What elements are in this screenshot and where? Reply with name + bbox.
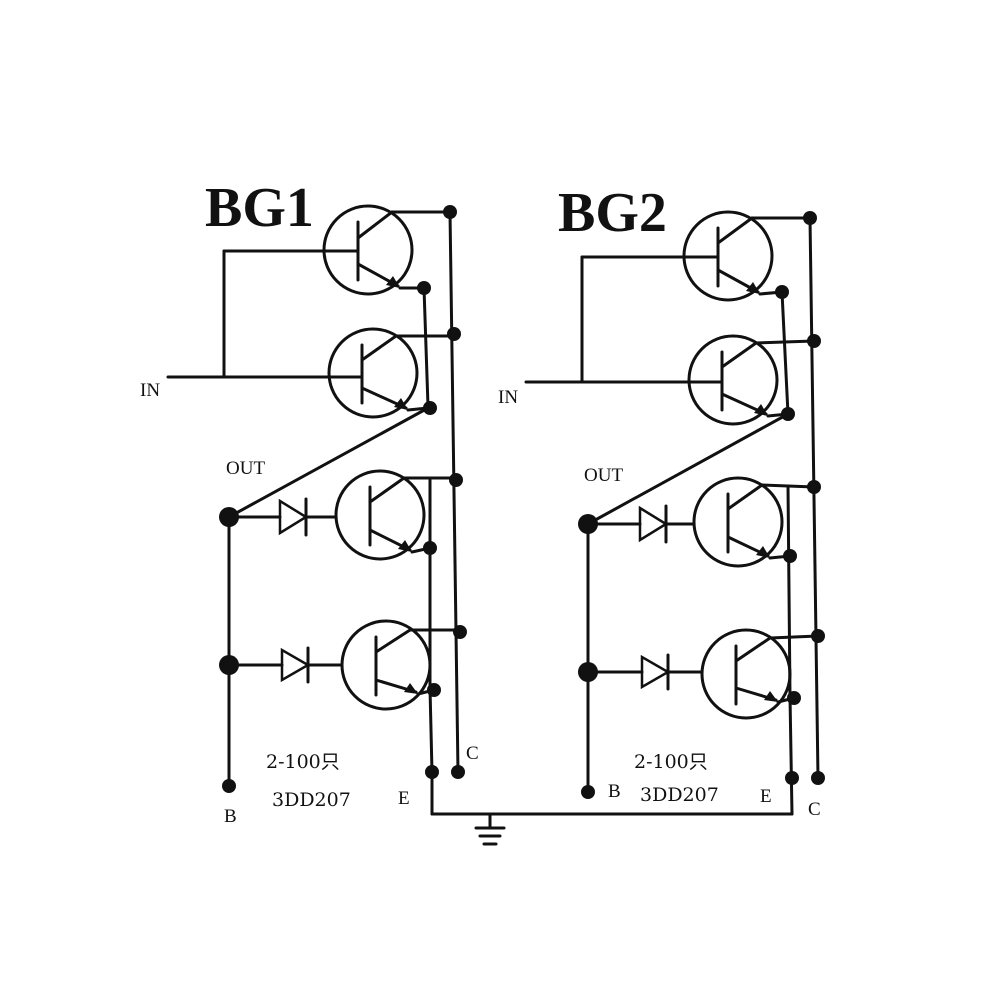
bg1-circuit: BG1 bbox=[140, 177, 479, 827]
bg1-part-label: 3DD207 bbox=[272, 789, 351, 811]
bg1-title: BG1 bbox=[205, 177, 314, 239]
bg2-transistor-2 bbox=[580, 334, 779, 426]
bg2-input-wiring bbox=[524, 255, 662, 384]
bg1-b-terminal-label: B bbox=[224, 806, 237, 827]
bg1-out-label: OUT bbox=[226, 458, 265, 479]
bg1-diode-2 bbox=[280, 646, 344, 684]
bg1-transistor-2 bbox=[222, 327, 419, 419]
bg2-junctions bbox=[578, 211, 825, 799]
bg2-transistor-1 bbox=[658, 210, 774, 302]
bg1-diode-1 bbox=[278, 497, 338, 537]
bg2-b-terminal-label: B bbox=[608, 781, 621, 802]
bg2-diode-1 bbox=[638, 504, 696, 544]
bg2-title: BG2 bbox=[558, 182, 667, 244]
bg2-out-label: OUT bbox=[584, 465, 623, 486]
bg1-transistor-1 bbox=[298, 204, 414, 296]
bg2-part-label: 3DD207 bbox=[640, 784, 719, 806]
bg2-transistor-3 bbox=[692, 476, 784, 568]
bg2-transistor-4 bbox=[700, 628, 792, 720]
bg2-c-terminal-label: C bbox=[808, 799, 821, 820]
bg2-diode-2 bbox=[640, 653, 704, 691]
bg1-output-wiring bbox=[227, 406, 430, 788]
bg1-transistor-4 bbox=[340, 619, 432, 711]
ground-icon bbox=[474, 812, 506, 846]
bg2-circuit: BG2 bbox=[498, 182, 825, 820]
bg1-in-label: IN bbox=[140, 380, 160, 401]
bg1-count-label: 2-100只 bbox=[266, 751, 340, 773]
emitter-bus bbox=[430, 770, 794, 816]
bg2-e-terminal-label: E bbox=[760, 786, 772, 807]
bg1-transistor-3 bbox=[334, 469, 426, 561]
bg1-c-terminal-label: C bbox=[466, 743, 479, 764]
bg2-count-label: 2-100只 bbox=[634, 751, 708, 773]
bg2-output-wiring bbox=[586, 412, 790, 794]
bg2-in-label: IN bbox=[498, 387, 518, 408]
bg1-e-terminal-label: E bbox=[398, 788, 410, 809]
bg1-input-wiring bbox=[166, 249, 302, 379]
bg1-emitter-chain bbox=[398, 286, 436, 774]
